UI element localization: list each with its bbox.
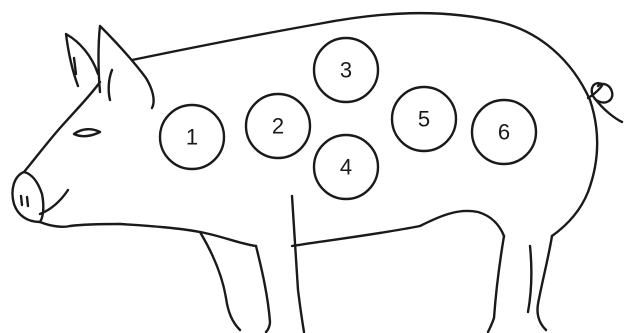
region-1-label: 1 [186,125,198,150]
region-1: 1 [160,105,224,169]
region-2: 2 [246,94,310,158]
tail-end [596,100,622,122]
region-4-label: 4 [340,155,352,180]
pig-chest-outline [120,224,256,246]
pig-jaw-outline [40,222,120,227]
region-3-label: 3 [340,58,352,83]
region-5-label: 5 [418,107,430,132]
region-4: 4 [314,135,378,199]
region-2-label: 2 [272,114,284,139]
nostril-left [21,196,22,205]
front-leg-right [256,246,270,332]
pig-head-outline [24,82,100,172]
region-6-label: 6 [498,120,510,145]
back-leg-rear [537,236,552,330]
region-5: 5 [392,87,456,151]
eye-icon [74,129,100,136]
curly-tail-icon [588,83,612,102]
region-6: 6 [472,100,536,164]
front-leg-back [292,196,304,332]
back-leg-front [488,236,504,332]
right-ear-inner [109,70,112,100]
front-leg-left [200,232,240,330]
back-leg-hock [528,246,531,312]
pig-belly-outline [292,211,504,246]
nostril-right [27,197,28,206]
right-ear-icon [99,26,154,108]
left-ear-icon [66,34,98,86]
region-3: 3 [314,38,378,102]
